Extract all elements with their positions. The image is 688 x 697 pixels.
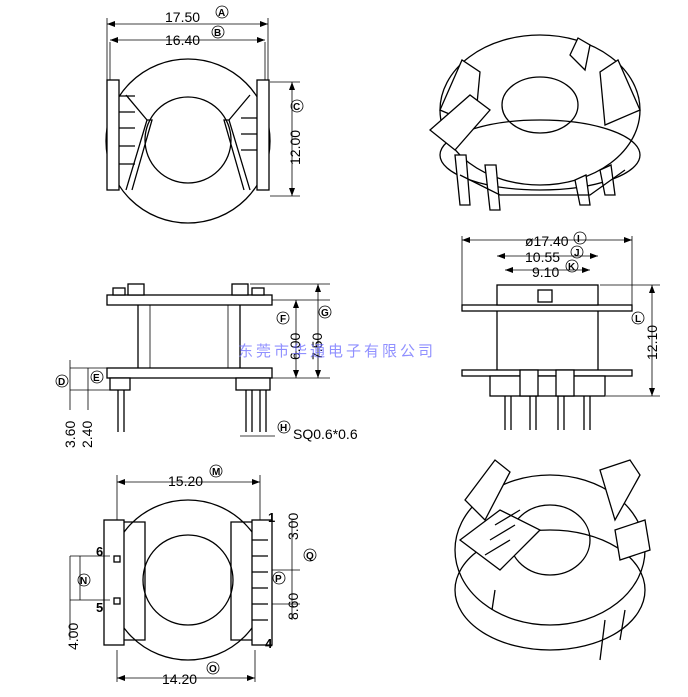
- dim-e-label: E: [93, 373, 100, 384]
- isometric-view-top: [428, 34, 641, 211]
- dim-g-value: 7.50: [309, 333, 325, 360]
- front-view: F 6.00 G 7.50 D E 3.60 2.40 H SQ0.6*0.6: [55, 283, 358, 448]
- dim-d-value: 3.60: [62, 421, 78, 448]
- dim-c-label: C: [293, 102, 300, 113]
- watermark: 东莞市华通电子有限公司: [238, 342, 436, 360]
- side-view: ø17.40 I 10.55 J 9.10 K: [461, 231, 660, 430]
- bottom-view: 15.20 M 6 5 1 4 N 4.00 P 8.60 Q 3.00: [65, 464, 317, 687]
- dim-f-label: F: [280, 314, 286, 325]
- pin-spec-value: SQ0.6*0.6: [293, 426, 358, 442]
- dim-q-value: 3.00: [285, 513, 301, 540]
- dim-l-label: L: [635, 314, 641, 325]
- dim-b-label: B: [214, 28, 221, 39]
- dim-n-value: 4.00: [65, 623, 81, 650]
- dim-k-value: 9.10: [532, 264, 559, 280]
- dim-l-value: 12.10: [644, 325, 660, 360]
- dim-q-label: Q: [306, 551, 314, 562]
- dim-p-value: 8.60: [285, 593, 301, 620]
- pin-6-label: 6: [96, 544, 103, 559]
- pin-1-label: 1: [268, 510, 275, 525]
- isometric-view-bottom: [454, 459, 651, 661]
- dim-j-label: J: [574, 248, 580, 259]
- dim-i-label: I: [577, 234, 580, 245]
- dim-m-label: M: [212, 467, 220, 478]
- dim-a-label: A: [218, 8, 225, 19]
- dim-e-value: 2.40: [79, 421, 95, 448]
- dim-j-value: 10.55: [525, 249, 560, 265]
- dim-d-label: D: [58, 377, 65, 388]
- dim-m-value: 15.20: [168, 473, 203, 489]
- dim-f-value: 6.00: [287, 333, 303, 360]
- pin-5-label: 5: [96, 600, 103, 615]
- dim-g-label: G: [321, 308, 329, 319]
- dim-h-label: H: [280, 423, 287, 434]
- dim-o-label: O: [209, 664, 217, 675]
- top-view: 17.50 A 16.40 B C 12.00: [105, 5, 304, 224]
- dim-n-label: N: [80, 576, 87, 587]
- pin-4-label: 4: [265, 636, 273, 651]
- dim-k-label: K: [568, 262, 576, 273]
- dim-height-value: 12.00: [287, 130, 303, 165]
- dim-o-value: 14.20: [162, 671, 197, 687]
- dim-p-label: P: [275, 574, 282, 585]
- dim-a-value: 17.50: [165, 9, 200, 25]
- dim-b-value: 16.40: [165, 32, 200, 48]
- dim-i-value: ø17.40: [525, 233, 569, 249]
